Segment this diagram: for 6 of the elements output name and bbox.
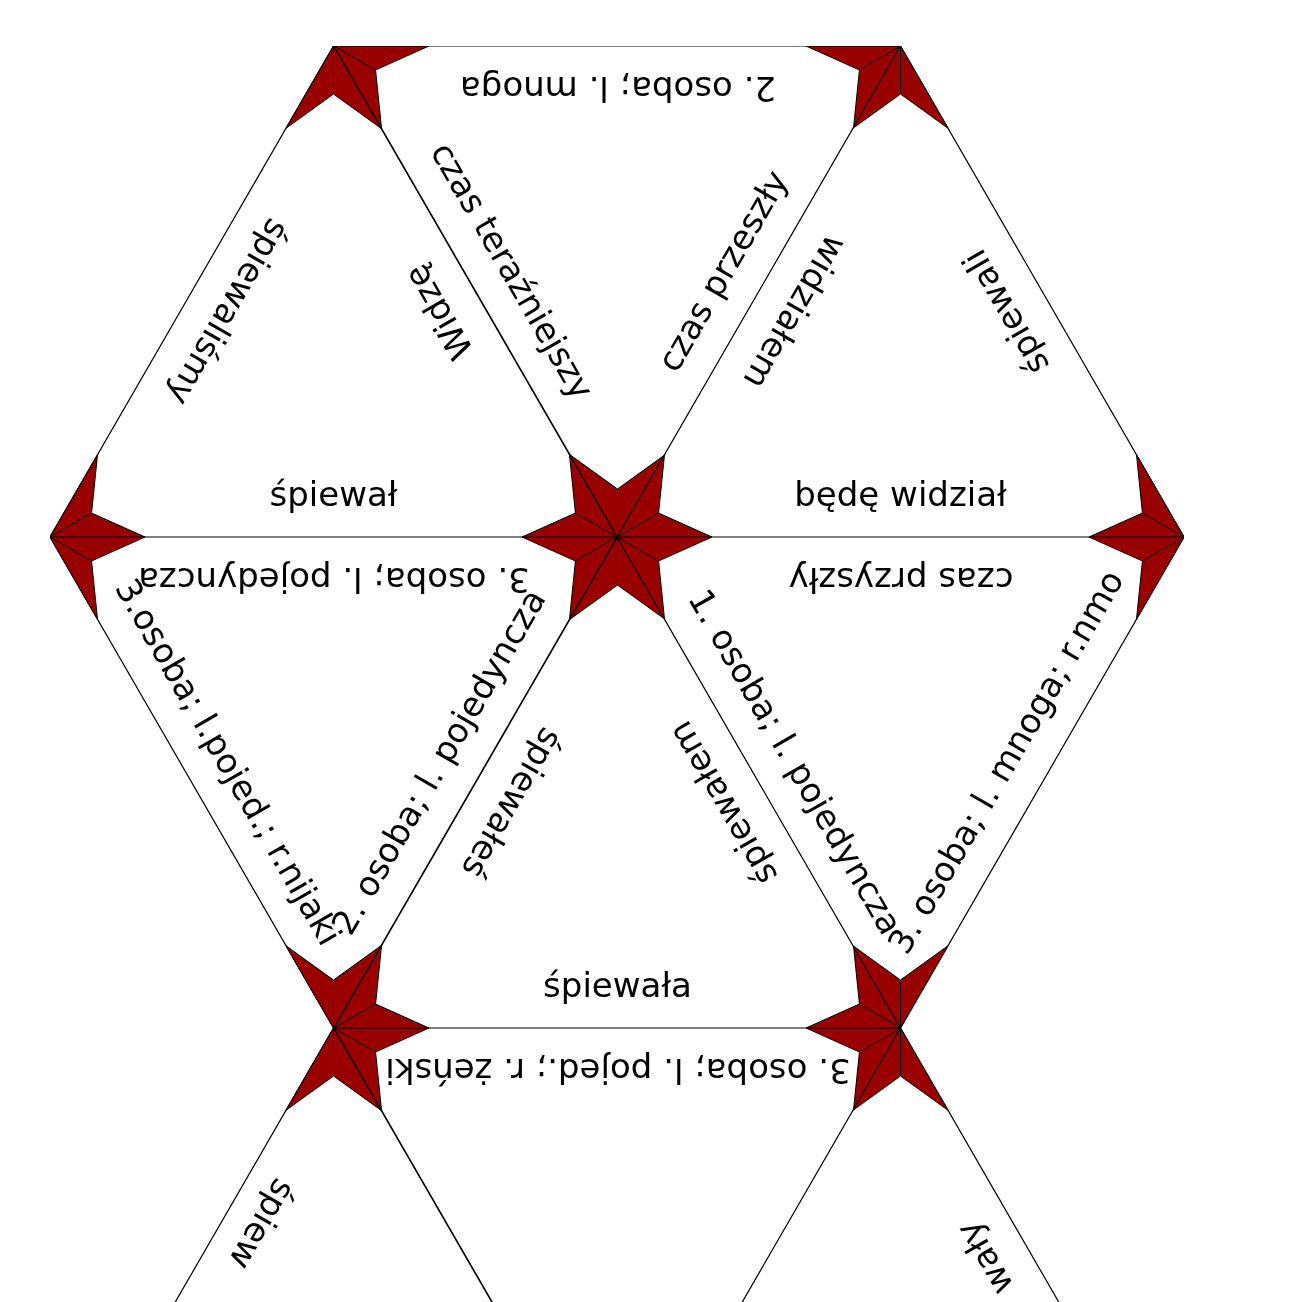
tile-label: 2. osoba; l. mnoga bbox=[459, 69, 776, 107]
tile-label: będę widział bbox=[794, 476, 1007, 514]
tile-label: śpiewał bbox=[269, 476, 398, 514]
tile-label: śpiewała bbox=[543, 967, 692, 1005]
tile-label: czas przyszły bbox=[788, 560, 1013, 598]
tile-label: 3. osoba; l. pojed.; r. żeński bbox=[384, 1051, 851, 1089]
